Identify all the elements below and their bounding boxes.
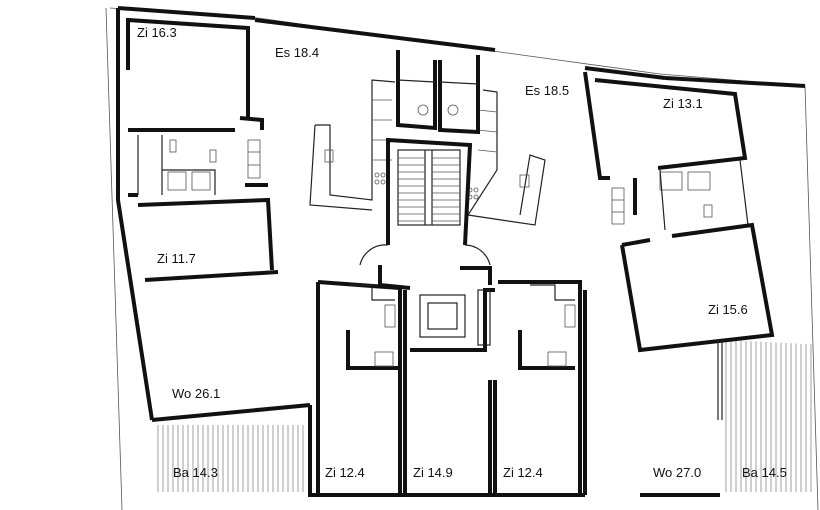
room-label-zi-ne: Zi 13.1 [663,96,703,111]
room-label-zi-s2: Zi 14.9 [413,465,453,480]
room-label-ba-right: Ba 14.5 [742,465,787,480]
room-zi-nw-walls [126,17,264,197]
room-labels: Zi 16.3 Es 18.4 Es 18.5 Zi 13.1 Zi 11.7 … [137,25,787,480]
room-label-zi-nw: Zi 16.3 [137,25,177,40]
service-core [396,50,480,135]
room-label-wo-left: Wo 26.1 [172,386,220,401]
kitchen-left [309,79,396,211]
room-label-zi-s1: Zi 12.4 [325,465,365,480]
room-zi-ne-walls [583,71,749,231]
room-zi-w-walls [137,183,279,282]
room-label-zi-w: Zi 11.7 [157,251,196,266]
room-zi-e-walls [620,222,775,353]
room-label-es-left: Es 18.4 [275,45,319,60]
room-label-wo-right: Wo 27.0 [653,465,701,480]
room-label-es-right: Es 18.5 [525,83,569,98]
entrance-doors [359,244,492,290]
balcony-hatch-left [157,425,304,492]
room-label-zi-e: Zi 15.6 [708,302,748,317]
balcony-hatch-right [725,340,812,492]
south-rooms [316,280,587,495]
room-label-zi-s3: Zi 12.4 [503,465,543,480]
exterior-walls [116,6,720,497]
room-wo-right-walls [664,76,806,420]
room-label-ba-left: Ba 14.3 [173,465,218,480]
staircase [386,137,473,246]
